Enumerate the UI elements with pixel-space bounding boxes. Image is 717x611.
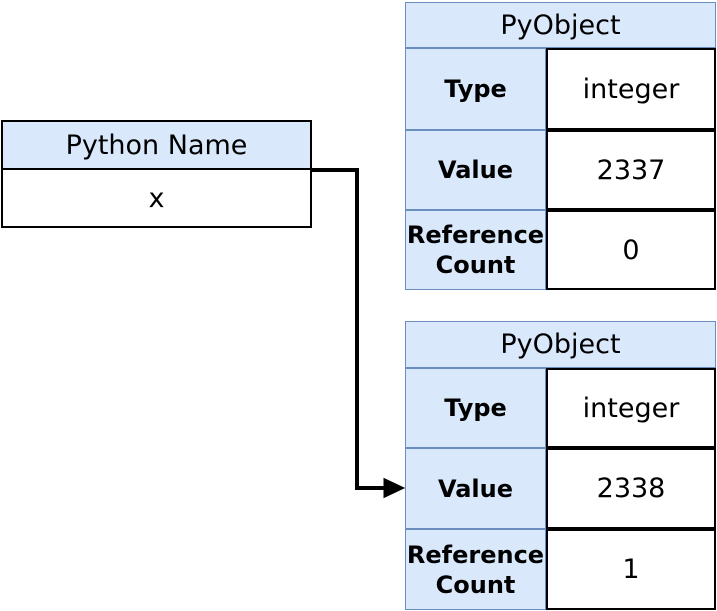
- pyobject-2-type-label: Type: [405, 368, 546, 448]
- pyobject-1-refcount-value: 0: [546, 210, 716, 290]
- pyobject-2-value-value: 2338: [546, 448, 716, 529]
- pyobject-2-title: PyObject: [405, 321, 716, 368]
- pyobject-1-type-label: Type: [405, 48, 546, 130]
- reference-arrow-head: [383, 477, 406, 499]
- pyobject-1-title: PyObject: [405, 2, 716, 48]
- pyobject-2-value-label: Value: [405, 448, 546, 529]
- pyobject-1-value-value: 2337: [546, 130, 716, 210]
- python-name-header: Python Name: [1, 120, 312, 170]
- pyobject-2-refcount-label: Reference Count: [405, 529, 546, 610]
- pyobject-1-value-label: Value: [405, 130, 546, 210]
- pyobject-table-1: PyObject Type integer Value 2337 Referen…: [405, 2, 716, 290]
- pyobject-1-type-value: integer: [546, 48, 716, 130]
- reference-arrow-line: [312, 168, 387, 490]
- python-name-value: x: [1, 170, 312, 228]
- python-name-box: Python Name x: [1, 120, 312, 228]
- pyobject-2-type-value: integer: [546, 368, 716, 448]
- pyobject-1-refcount-label: Reference Count: [405, 210, 546, 290]
- pyobject-2-refcount-value: 1: [546, 529, 716, 610]
- pyobject-table-2: PyObject Type integer Value 2338 Referen…: [405, 321, 716, 610]
